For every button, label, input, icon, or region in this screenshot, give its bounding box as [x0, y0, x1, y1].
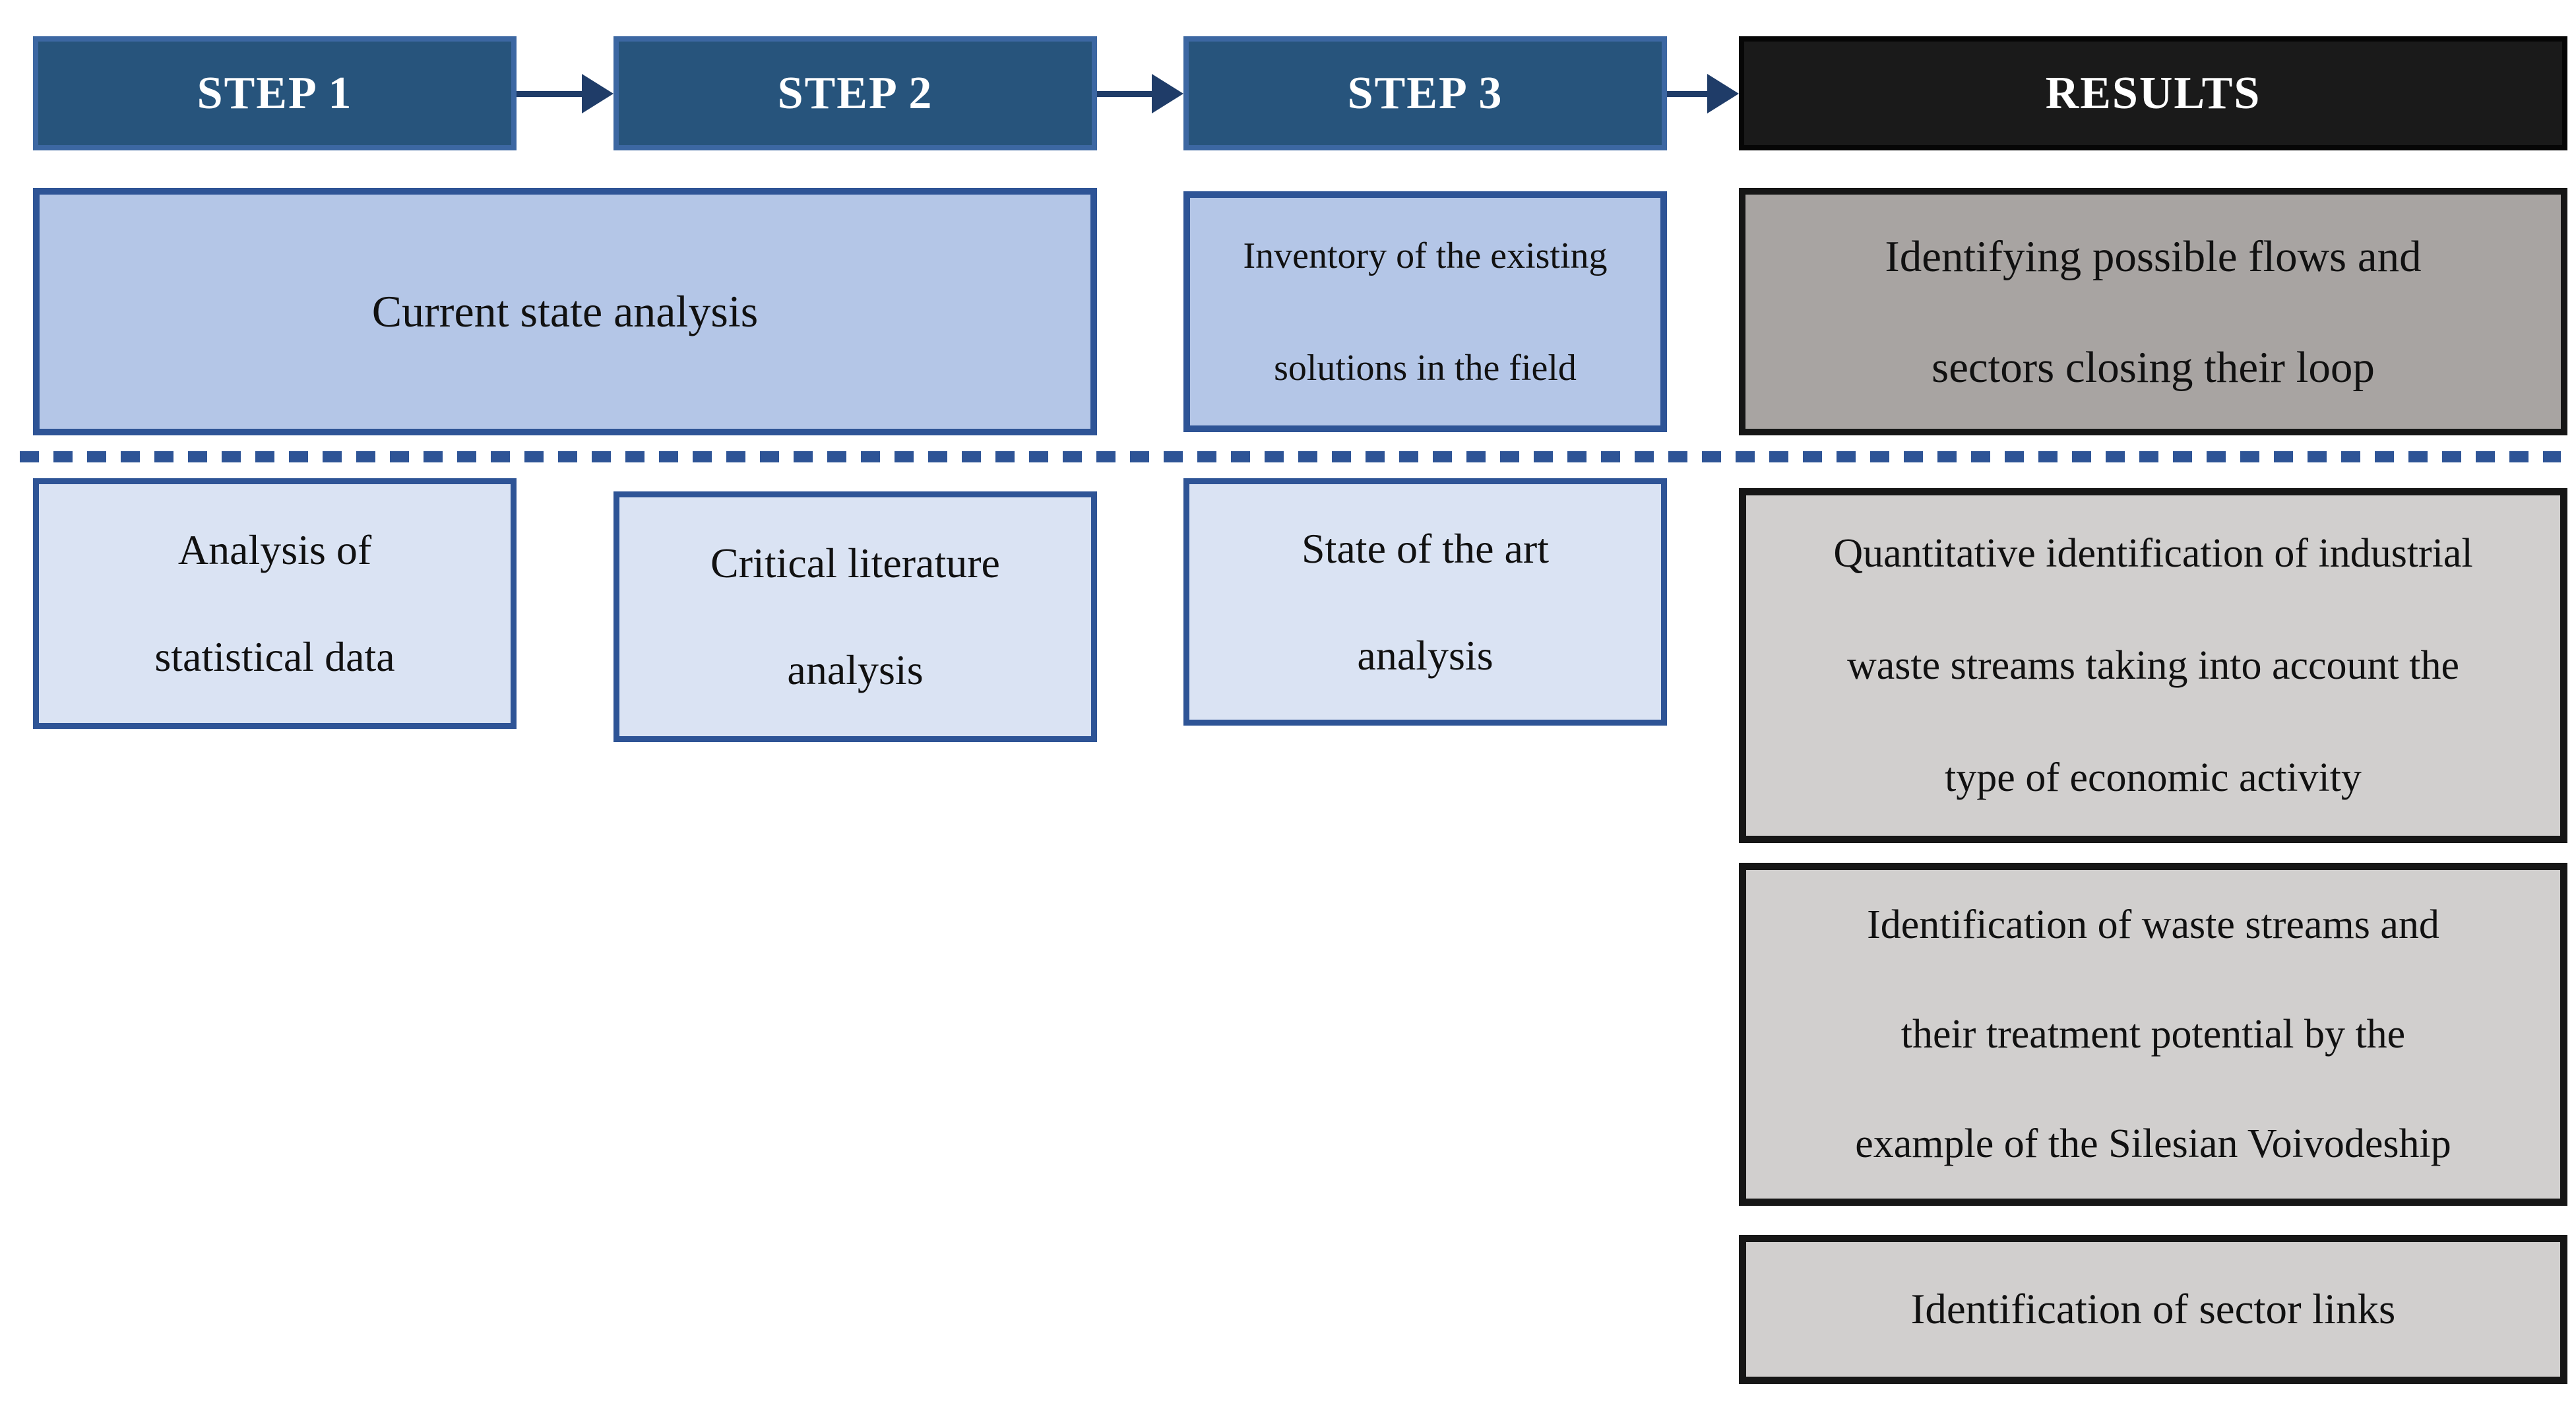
arrow-right-icon — [1097, 74, 1183, 113]
step1-label: STEP 1 — [197, 67, 353, 119]
quantitative-line-3: type of economic activity — [1945, 755, 2362, 800]
step3-label: STEP 3 — [1347, 67, 1503, 119]
sector-links-box: Identification of sector links — [1739, 1235, 2567, 1384]
sector-links-text: Identification of sector links — [1910, 1285, 2396, 1333]
waste-streams-line-2: their treatment potential by the — [1901, 1012, 2406, 1057]
identifying-flows-box: Identifying possible flows and sectors c… — [1739, 188, 2567, 435]
inventory-line-1: Inventory of the existing — [1243, 235, 1608, 276]
arrow-head — [1707, 74, 1739, 113]
waste-streams-line-3: example of the Silesian Voivodeship — [1855, 1121, 2451, 1166]
current-state-analysis-box: Current state analysis — [33, 188, 1097, 435]
identifying-line-1: Identifying possible flows and — [1885, 232, 2422, 281]
quantitative-line-2: waste streams taking into account the — [1846, 643, 2459, 688]
step2-header-box: STEP 2 — [613, 36, 1097, 150]
arrow-shaft — [1097, 90, 1152, 97]
arrow-head — [582, 74, 613, 113]
step2-label: STEP 2 — [777, 67, 933, 119]
critical-line-1: Critical literature — [710, 540, 1000, 586]
waste-streams-line-1: Identification of waste streams and — [1867, 902, 2439, 947]
arrow-shaft — [1667, 90, 1707, 97]
phase-divider-dashed-line — [20, 451, 2561, 462]
critical-line-2: analysis — [787, 646, 924, 693]
arrow-head — [1152, 74, 1183, 113]
inventory-solutions-box: Inventory of the existing solutions in t… — [1183, 191, 1667, 432]
current-state-analysis-text: Current state analysis — [371, 286, 759, 336]
quantitative-line-1: Quantitative identification of industria… — [1833, 531, 2473, 576]
statistical-line-2: statistical data — [154, 633, 395, 680]
arrow-shaft — [517, 90, 582, 97]
waste-streams-identification-box: Identification of waste streams and thei… — [1739, 863, 2567, 1206]
results-header-box: RESULTS — [1739, 36, 2567, 150]
identifying-line-2: sectors closing their loop — [1932, 342, 2375, 392]
critical-literature-box: Critical literature analysis — [613, 491, 1097, 742]
state-of-art-box: State of the art analysis — [1183, 478, 1667, 726]
inventory-line-2: solutions in the field — [1274, 347, 1577, 389]
quantitative-identification-box: Quantitative identification of industria… — [1739, 488, 2567, 843]
state-of-art-line-2: analysis — [1357, 631, 1493, 679]
statistical-line-1: Analysis of — [177, 526, 372, 573]
arrow-right-icon — [1667, 74, 1739, 113]
results-label: RESULTS — [2045, 67, 2261, 119]
step3-header-box: STEP 3 — [1183, 36, 1667, 150]
state-of-art-line-1: State of the art — [1302, 524, 1549, 572]
arrow-right-icon — [517, 74, 613, 113]
step1-header-box: STEP 1 — [33, 36, 517, 150]
statistical-data-box: Analysis of statistical data — [33, 478, 517, 729]
